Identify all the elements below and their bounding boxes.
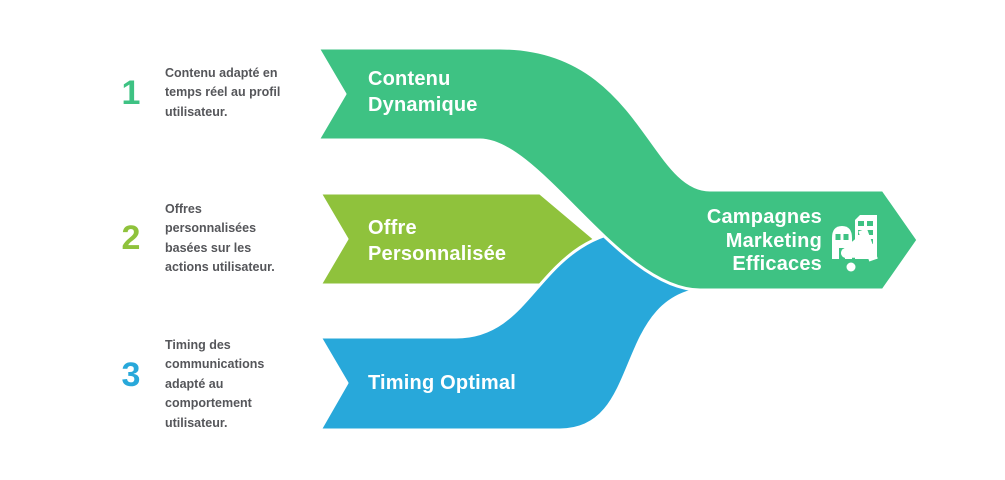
step-description-2: Offres personnalisées basées sur les act… <box>165 202 275 275</box>
step-number-2: 2 <box>121 219 141 257</box>
arrow-label-contenu-dynamique: Contenu Dynamique <box>368 68 478 116</box>
arrow-label-offre-personnalisee: Offre Personnalisée <box>368 217 507 265</box>
megaphone-icon <box>841 228 878 262</box>
step-number-3: 3 <box>121 356 141 394</box>
step-description-1: Contenu adapté en temps réel au profil u… <box>165 66 281 119</box>
result-arrow-label: Campagnes Marketing Efficaces <box>706 206 822 275</box>
step-number-1: 1 <box>121 74 141 112</box>
buildings-megaphone-icon <box>832 215 878 272</box>
step-description-3: Timing des communications adapté au comp… <box>165 338 265 430</box>
arrow-label-timing-optimal: Timing Optimal <box>368 372 516 394</box>
megaphone-dot-icon <box>846 262 856 272</box>
arrow-band-contenu-and-result <box>316 46 920 292</box>
